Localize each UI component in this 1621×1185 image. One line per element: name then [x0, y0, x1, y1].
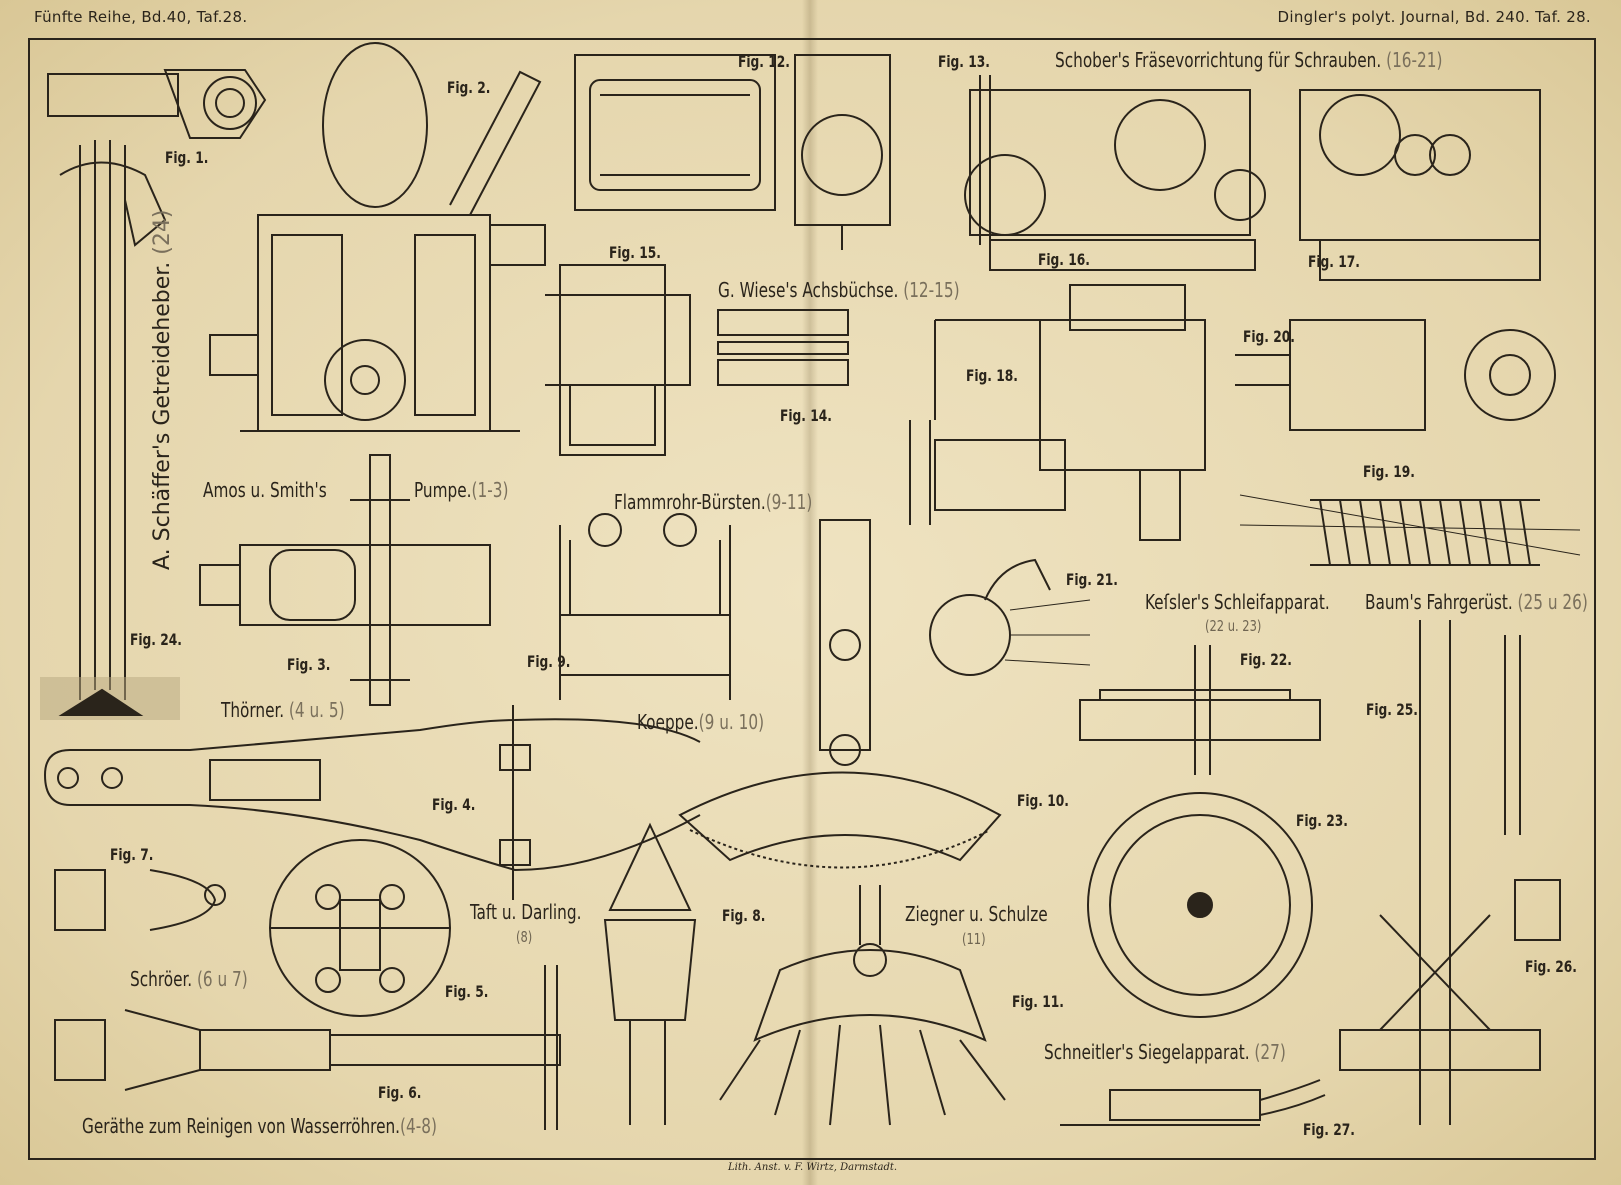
fig12-drawing [574, 54, 776, 211]
fig21-drawing [929, 558, 1091, 676]
fig20-drawing [1235, 319, 1556, 431]
fig24-label: Fig. 24. [130, 630, 182, 649]
fig23-drawing [1087, 792, 1313, 1018]
fig15-label: Fig. 15. [609, 243, 661, 262]
thorner-caption: Thörner. (4 u. 5) [221, 698, 345, 722]
fig5-label: Fig. 5. [445, 982, 489, 1001]
fig19-drawing [1239, 494, 1581, 566]
fig26-label: Fig. 26. [1525, 957, 1577, 976]
fig2-label: Fig. 2. [447, 78, 491, 97]
fig26-drawing [1504, 635, 1561, 941]
fig2-drawing [322, 42, 542, 216]
geraethe-caption: Geräthe zum Reinigen von Wasserröhren.(4… [82, 1114, 437, 1138]
fig16-label: Fig. 16. [1038, 250, 1090, 269]
fig9-drawing [559, 513, 731, 700]
schneitler-caption: Schneitler's Siegelapparat. (27) [1044, 1040, 1286, 1064]
lithographer-credit: Lith. Anst. v. F. Wirtz, Darmstadt. [728, 1162, 898, 1173]
fig25-drawing [1339, 620, 1541, 1125]
header-right: Dingler's polyt. Journal, Bd. 240. Taf. … [1277, 8, 1591, 26]
fig6-label: Fig. 6. [378, 1083, 422, 1102]
fig15-drawing [545, 264, 691, 456]
koeppe-caption: Koeppe.(9 u. 10) [637, 710, 765, 734]
kessler-caption: Keſsler's Schleifapparat. [1145, 590, 1330, 614]
ziegner-ref: (11) [962, 930, 986, 948]
fig7-drawing [54, 869, 226, 931]
fig14-label: Fig. 14. [780, 406, 832, 425]
fig3-label: Fig. 3. [287, 655, 331, 674]
fig17-label: Fig. 17. [1308, 252, 1360, 271]
schober-caption: Schober's Fräsevorrichtung für Schrauben… [1055, 48, 1443, 72]
plate-frame [28, 38, 1596, 1160]
fig8-drawing [603, 822, 697, 1125]
fig9-label: Fig. 9. [527, 652, 571, 671]
fig21-label: Fig. 21. [1066, 570, 1118, 589]
fig1-label: Fig. 1. [165, 148, 209, 167]
fig3-drawing [199, 454, 491, 706]
fig10-label: Fig. 10. [1017, 791, 1069, 810]
fig10-drawing [678, 519, 1002, 869]
fig25-label: Fig. 25. [1366, 700, 1418, 719]
taft-ref: (8) [516, 928, 533, 946]
fig19-label: Fig. 19. [1363, 462, 1415, 481]
fig11-label: Fig. 11. [1012, 992, 1064, 1011]
fig11-drawing [719, 885, 1006, 1126]
wiese-caption: G. Wiese's Achsbüchse. (12-15) [718, 278, 960, 302]
fig23-label: Fig. 23. [1296, 811, 1348, 830]
fig14-drawing [717, 309, 849, 386]
fig5-drawing [269, 839, 451, 1017]
pumpe-caption: Pumpe.(1-3) [414, 478, 509, 502]
fig7-label: Fig. 7. [110, 845, 154, 864]
fig16-drawing [964, 75, 1266, 271]
fig27-drawing [1060, 1079, 1326, 1126]
header-left: Fünfte Reihe, Bd.40, Taf.28. [34, 8, 248, 26]
baum-caption: Baum's Fahrgerüst. (25 u 26) [1365, 590, 1588, 614]
pump-body-drawing [209, 214, 546, 432]
kessler-ref: (22 u. 23) [1205, 617, 1262, 635]
fig13-label: Fig. 13. [938, 52, 990, 71]
fig20-label: Fig. 20. [1243, 327, 1295, 346]
fig22-drawing [1079, 645, 1321, 775]
fig18-drawing [909, 284, 1206, 541]
fig6-drawing [54, 965, 561, 1130]
fig22-label: Fig. 22. [1240, 650, 1292, 669]
fig12-label: Fig. 12. [738, 52, 790, 71]
fig4-label: Fig. 4. [432, 795, 476, 814]
fig27-label: Fig. 27. [1303, 1120, 1355, 1139]
ziegner-caption: Ziegner u. Schulze [905, 902, 1048, 926]
fig4-drawing [44, 705, 701, 900]
fig8-label: Fig. 8. [722, 906, 766, 925]
fig13-drawing [794, 54, 891, 250]
schaffer-caption: A. Schäffer's Getreideheber. (24) [150, 209, 175, 570]
amos-caption: Amos u. Smith's [203, 478, 327, 502]
center-fold [802, 0, 818, 1185]
fig18-label: Fig. 18. [966, 366, 1018, 385]
flammrohr-caption: Flammrohr-Bürsten.(9-11) [614, 490, 813, 514]
schroer-caption: Schröer. (6 u 7) [130, 967, 248, 991]
taft-caption: Taft u. Darling. [470, 900, 582, 924]
fig1-drawing [47, 69, 267, 139]
fig17-drawing [1299, 89, 1541, 281]
fig24-drawing [40, 140, 180, 720]
